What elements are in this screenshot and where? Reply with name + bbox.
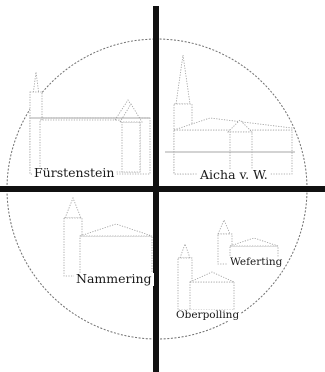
label-oberpolling: Oberpolling: [174, 310, 241, 321]
dividing-cross-icon: [0, 6, 325, 372]
label-weferting: Weferting: [228, 257, 284, 268]
label-nammering: Nammering: [74, 273, 154, 286]
nammering-church-icon: [64, 198, 152, 276]
fuerstenstein-church-icon: [30, 72, 150, 174]
label-fuerstenstein: Fürstenstein: [32, 167, 116, 180]
label-aicha: Aicha v. W.: [198, 169, 270, 182]
aicha-church-icon: [165, 55, 295, 174]
